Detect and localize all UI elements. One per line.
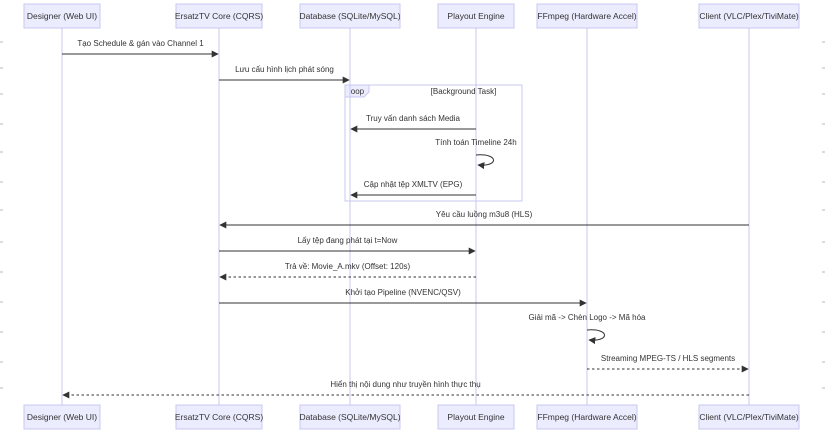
message-7: Lấy tệp đang phát tại t=Now xyxy=(219,236,476,255)
message-8: Trả về: Movie_A.mkv (Offset: 120s) xyxy=(219,262,476,281)
message-12: Hiển thị nội dung như truyền hình thực t… xyxy=(62,380,749,399)
participant-playout-top: Playout Engine xyxy=(437,3,515,29)
self-message-arrow xyxy=(586,329,605,345)
participant-label: ErsatzTV Core (CQRS) xyxy=(175,412,263,422)
participant-box xyxy=(698,3,800,29)
loop-fragment: loop [Background Task] xyxy=(344,84,523,202)
participant-label: Database (SQLite/MySQL) xyxy=(299,11,400,21)
participant-box xyxy=(175,404,263,430)
message-9: Khởi tạo Pipeline (NVENC/QSV) xyxy=(219,288,587,307)
message-label: Hiển thị nội dung như truyền hình thực t… xyxy=(330,380,480,389)
message-10: Giải mã -> Chèn Logo -> Mã hóa xyxy=(529,313,647,345)
message-label: Khởi tạo Pipeline (NVENC/QSV) xyxy=(345,288,461,297)
participant-label: Database (SQLite/MySQL) xyxy=(299,412,400,422)
participant-client-bottom: Client (VLC/Plex/TiviMate) xyxy=(698,404,800,430)
participant-client-top: Client (VLC/Plex/TiviMate) xyxy=(698,3,800,29)
participant-core-top: ErsatzTV Core (CQRS) xyxy=(175,3,263,29)
page-edge-marks xyxy=(0,41,825,389)
message-label: Tạo Schedule & gán vào Channel 1 xyxy=(77,39,204,48)
participant-box xyxy=(299,3,401,29)
message-label: Lấy tệp đang phát tại t=Now xyxy=(298,236,398,245)
loop-tag-label: loop xyxy=(349,87,365,96)
participant-ffmpeg-top: FFmpeg (Hardware Accel) xyxy=(536,3,638,29)
message-label: Cập nhật tệp XMLTV (EPG) xyxy=(364,180,463,189)
participant-box xyxy=(175,3,263,29)
participant-label: FFmpeg (Hardware Accel) xyxy=(537,412,636,422)
message-label: Streaming MPEG-TS / HLS segments xyxy=(601,354,735,363)
message-4: Tính toán Timeline 24h xyxy=(435,138,517,170)
participant-designer-top: Designer (Web UI) xyxy=(23,3,101,29)
self-message-arrow xyxy=(475,154,494,170)
participant-designer-bottom: Designer (Web UI) xyxy=(23,404,101,430)
participant-box xyxy=(536,3,638,29)
participant-label: Designer (Web UI) xyxy=(27,11,97,21)
message-3: Truy vấn danh sách Media xyxy=(350,114,476,133)
message-label: Yêu cầu luồng m3u8 (HLS) xyxy=(436,210,533,219)
lifelines xyxy=(61,28,750,405)
message-label: Giải mã -> Chèn Logo -> Mã hóa xyxy=(529,313,647,322)
participant-label: Designer (Web UI) xyxy=(27,412,97,422)
participant-label: Client (VLC/Plex/TiviMate) xyxy=(699,412,799,422)
participant-box xyxy=(23,3,101,29)
participant-core-bottom: ErsatzTV Core (CQRS) xyxy=(175,404,263,430)
message-1: Tạo Schedule & gán vào Channel 1 xyxy=(62,39,219,58)
participant-label: Playout Engine xyxy=(447,11,504,21)
participant-box xyxy=(698,404,800,430)
participant-label: ErsatzTV Core (CQRS) xyxy=(175,11,263,21)
participant-box xyxy=(437,404,515,430)
message-label: Truy vấn danh sách Media xyxy=(366,114,461,123)
participant-db-top: Database (SQLite/MySQL) xyxy=(299,3,401,29)
participants: Designer (Web UI) Designer (Web UI) Ersatz… xyxy=(23,3,800,430)
participant-playout-bottom: Playout Engine xyxy=(437,404,515,430)
message-2: Lưu cấu hình lịch phát sóng xyxy=(219,65,350,84)
messages: Tạo Schedule & gán vào Channel 1 Lưu cấu … xyxy=(62,39,749,399)
participant-box xyxy=(299,404,401,430)
participant-label: Client (VLC/Plex/TiviMate) xyxy=(699,11,799,21)
message-label: Trả về: Movie_A.mkv (Offset: 120s) xyxy=(285,262,411,271)
message-5: Cập nhật tệp XMLTV (EPG) xyxy=(350,180,476,199)
participant-label: FFmpeg (Hardware Accel) xyxy=(537,11,636,21)
message-11: Streaming MPEG-TS / HLS segments xyxy=(587,354,749,373)
participant-box xyxy=(437,3,515,29)
loop-tag-shape xyxy=(344,84,370,98)
message-label: Tính toán Timeline 24h xyxy=(435,138,516,147)
participant-box xyxy=(23,404,101,430)
participant-ffmpeg-bottom: FFmpeg (Hardware Accel) xyxy=(536,404,638,430)
participant-label: Playout Engine xyxy=(447,412,504,422)
loop-frame xyxy=(344,84,523,202)
participant-box xyxy=(536,404,638,430)
message-6: Yêu cầu luồng m3u8 (HLS) xyxy=(219,210,749,229)
participant-db-bottom: Database (SQLite/MySQL) xyxy=(299,404,401,430)
message-label: Lưu cấu hình lịch phát sóng xyxy=(235,65,334,74)
loop-title: [Background Task] xyxy=(431,87,497,96)
